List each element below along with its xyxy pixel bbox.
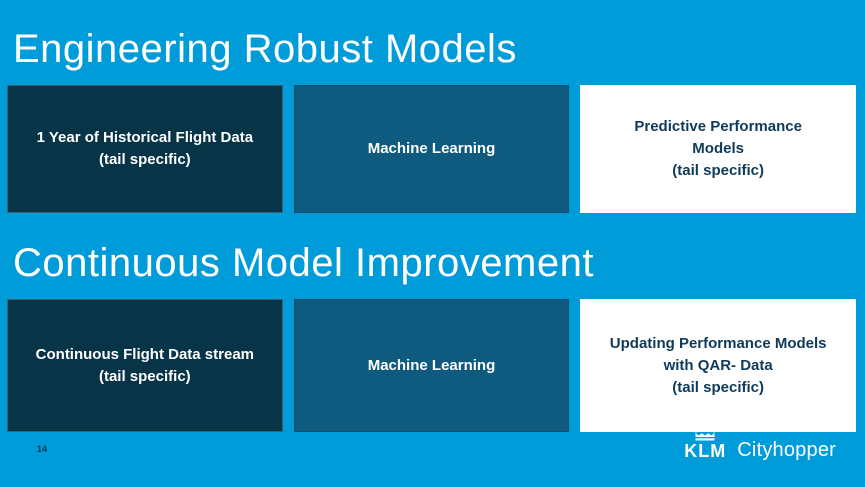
klm-crown-icon <box>694 428 716 441</box>
flow-box-continuous-flight-data-stream: Continuous Flight Data stream (tail spec… <box>7 299 283 432</box>
flow-box-historical-flight-data: 1 Year of Historical Flight Data (tail s… <box>7 85 283 213</box>
flow-box-label: Continuous Flight Data stream (tail spec… <box>35 345 254 385</box>
flow-box-machine-learning-2: Machine Learning <box>293 299 570 432</box>
klm-cityhopper-logo: KLM Cityhopper <box>684 428 836 460</box>
flow-row-improvement: Continuous Flight Data stream (tail spec… <box>7 299 856 432</box>
flow-box-label: Predictive Performance Models (tail spec… <box>634 118 802 179</box>
flow-box-predictive-performance-models: Predictive Performance Models (tail spec… <box>580 85 856 213</box>
flow-box-label: 1 Year of Historical Flight Data (tail s… <box>36 129 254 168</box>
section-heading-continuous-model-improvement: Continuous Model Improvement <box>13 241 594 285</box>
flow-box-label: Machine Learning <box>367 356 496 374</box>
section-heading-engineering-robust-models: Engineering Robust Models <box>13 27 517 71</box>
klm-brand-text: KLM <box>684 441 727 461</box>
klm-logo-block: KLM <box>684 428 726 460</box>
flow-box-machine-learning-1: Machine Learning <box>293 85 570 213</box>
flow-box-label: Updating Performance Models with QAR- Da… <box>609 334 827 396</box>
flow-row-engineering: 1 Year of Historical Flight Data (tail s… <box>7 85 856 213</box>
flow-box-label: Machine Learning <box>367 140 496 157</box>
cityhopper-text: Cityhopper <box>737 439 836 461</box>
flow-box-updating-performance-models: Updating Performance Models with QAR- Da… <box>580 299 856 432</box>
page-number: 14 <box>37 444 48 454</box>
